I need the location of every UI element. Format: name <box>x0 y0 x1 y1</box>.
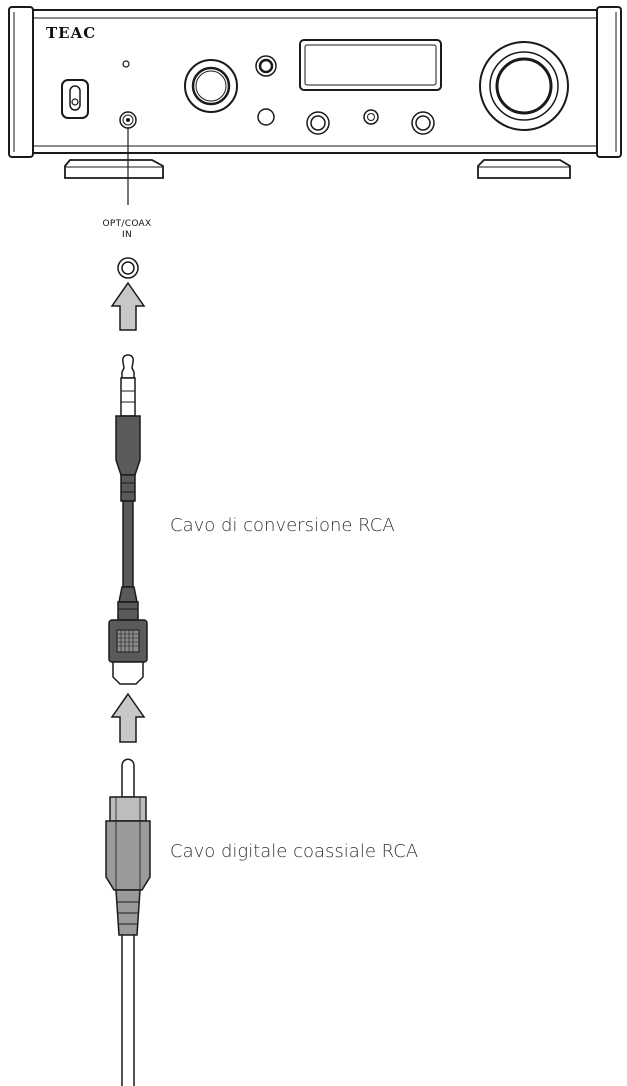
jack-symbol <box>117 257 139 279</box>
jack-label-line2: IN <box>122 230 132 240</box>
input-selector-knob[interactable] <box>184 59 238 113</box>
button-center[interactable] <box>363 109 379 125</box>
device-foot-right <box>477 159 571 179</box>
brand-logo: TEAC <box>46 24 96 42</box>
power-switch[interactable] <box>61 79 89 119</box>
device-foot-left <box>64 159 164 179</box>
headphone-jack-button[interactable] <box>255 55 277 77</box>
device-front-panel: TEAC <box>8 6 622 179</box>
display-window <box>299 39 442 91</box>
standby-led <box>122 60 130 68</box>
volume-knob[interactable] <box>479 41 569 131</box>
panel-opt-coax-jack[interactable] <box>119 111 137 129</box>
insert-arrow-lower <box>110 692 146 743</box>
rca-coaxial-cable <box>105 758 151 1086</box>
jack-label-line1: OPT/COAX <box>103 219 152 229</box>
button-left[interactable] <box>306 111 330 135</box>
button-right[interactable] <box>411 111 435 135</box>
coaxial-cable-label: Cavo digitale coassiale RCA <box>170 841 418 862</box>
conversion-cable <box>108 354 148 685</box>
menu-button[interactable] <box>257 108 275 126</box>
conversion-cable-label: Cavo di conversione RCA <box>170 515 395 536</box>
insert-arrow-upper <box>110 281 146 331</box>
